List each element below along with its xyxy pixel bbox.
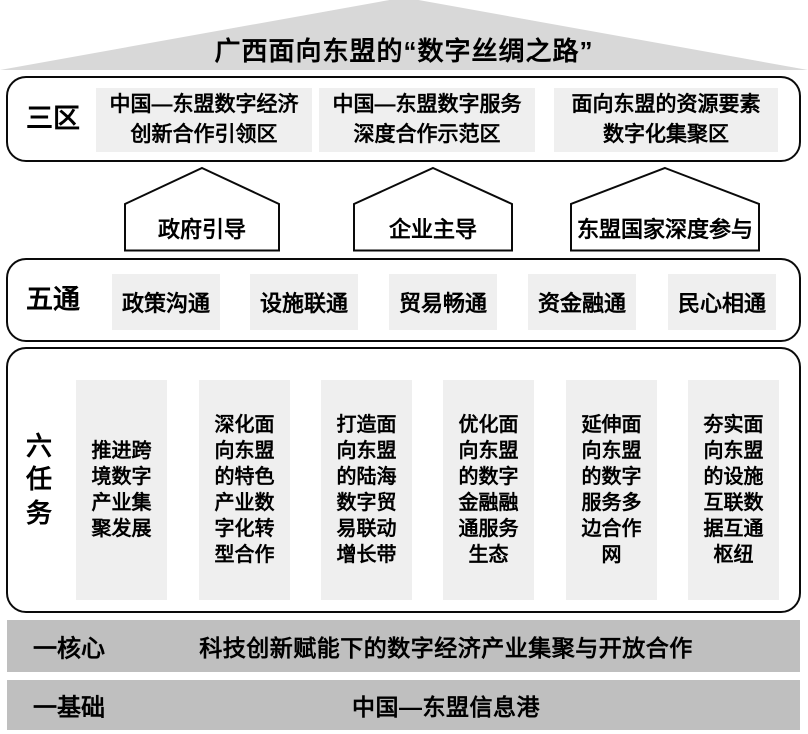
task-item: 延伸面 向东盟 的数字 服务多 边合作 网 bbox=[566, 380, 657, 600]
connectivity-item: 民心相通 bbox=[668, 274, 776, 330]
driver-house-government: 政府引导 bbox=[124, 166, 280, 252]
one-foundation-text: 中国—东盟信息港 bbox=[352, 694, 540, 720]
connectivity-item: 设施联通 bbox=[250, 274, 358, 330]
six-tasks-label: 六 任 务 bbox=[26, 431, 53, 528]
task-item: 优化面 向东盟 的数字 金融融 通服务 生态 bbox=[443, 380, 534, 600]
connectivity-item: 政策沟通 bbox=[112, 274, 220, 330]
six-tasks-band: 六 任 务 推进跨 境数字 产业集 聚发展 深化面 向东盟 的特色 产业数 字化… bbox=[6, 347, 801, 613]
house-outline-icon bbox=[124, 166, 280, 252]
three-zones-band: 三区 中国—东盟数字经济 创新合作引领区 中国—东盟数字服务 深度合作示范区 面… bbox=[6, 76, 801, 162]
task-item: 深化面 向东盟 的特色 产业数 字化转 型合作 bbox=[199, 380, 290, 600]
three-zones-label: 三区 bbox=[26, 103, 80, 134]
driver-house-enterprise: 企业主导 bbox=[353, 166, 513, 252]
driver-label: 企业主导 bbox=[388, 217, 477, 242]
driver-label: 东盟国家深度参与 bbox=[576, 217, 753, 242]
zone-item: 中国—东盟数字经济 创新合作引领区 bbox=[96, 88, 312, 152]
house-outline-icon bbox=[353, 166, 513, 252]
driver-house-asean: 东盟国家深度参与 bbox=[570, 166, 760, 252]
house-outline-icon bbox=[570, 166, 760, 252]
one-core-label: 一核心 bbox=[33, 635, 105, 663]
five-connectivity-label: 五通 bbox=[26, 284, 80, 315]
connectivity-item: 贸易畅通 bbox=[389, 274, 497, 330]
task-item: 夯实面 向东盟 的设施 互联数 据互通 枢纽 bbox=[688, 380, 779, 600]
one-core-text: 科技创新赋能下的数字经济产业集聚与开放合作 bbox=[199, 635, 693, 661]
task-item: 推进跨 境数字 产业集 聚发展 bbox=[76, 380, 167, 600]
task-item: 打造面 向东盟 的陆海 数字贸 易联动 增长带 bbox=[321, 380, 412, 600]
one-foundation-bar: 一基础 中国—东盟信息港 bbox=[7, 680, 800, 730]
one-foundation-label: 一基础 bbox=[33, 694, 105, 722]
zone-item: 面向东盟的资源要素 数字化集聚区 bbox=[554, 88, 778, 152]
connectivity-item: 资金融通 bbox=[528, 274, 636, 330]
driver-label: 政府引导 bbox=[157, 217, 246, 242]
diagram-title: 广西面向东盟的“数字丝绸之路” bbox=[214, 36, 594, 66]
five-connectivity-band: 五通 政策沟通 设施联通 贸易畅通 资金融通 民心相通 bbox=[6, 258, 801, 342]
one-core-bar: 一核心 科技创新赋能下的数字经济产业集聚与开放合作 bbox=[7, 620, 800, 672]
zone-item: 中国—东盟数字服务 深度合作示范区 bbox=[319, 88, 535, 152]
